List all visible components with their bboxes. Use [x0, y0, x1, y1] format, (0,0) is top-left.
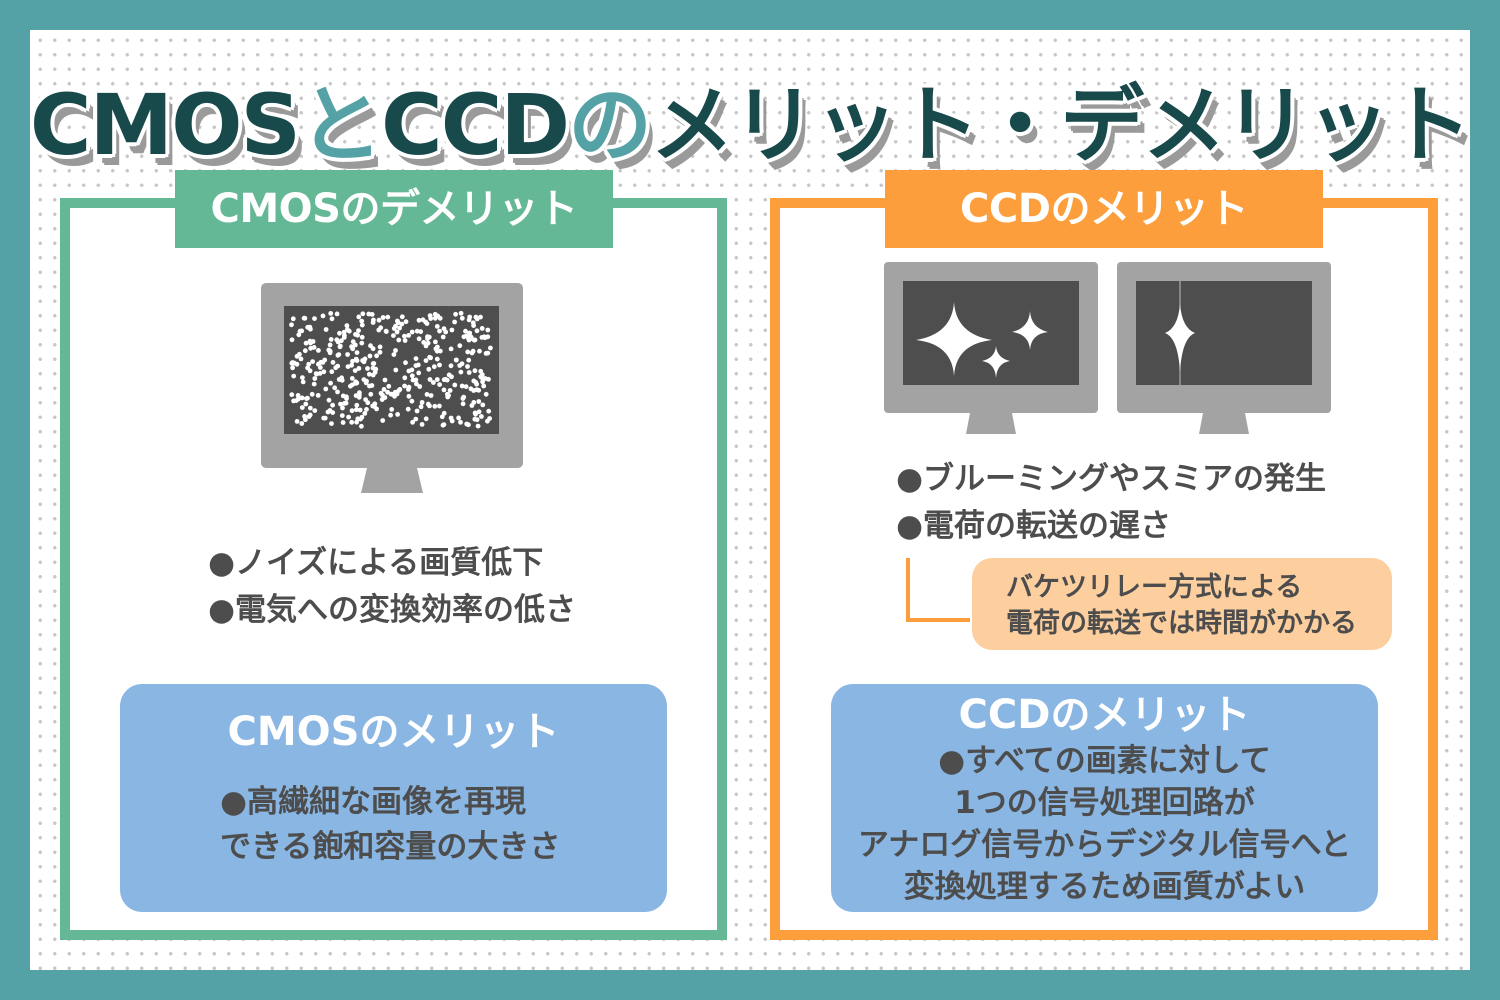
ccd-merit-tab: CCDのメリット	[885, 170, 1323, 248]
ccd-merit-box: CCDのメリット ●すべての画素に対して 1つの信号処理回路が アナログ信号から…	[831, 684, 1378, 912]
cmos-merit-title: CMOSのメリット	[227, 709, 560, 755]
title-ccd: CCD	[381, 76, 570, 174]
ccd-merit-text: ●すべての画素に対して 1つの信号処理回路が アナログ信号からデジタル信号へと …	[857, 743, 1352, 905]
ccd-merit-title: CCDのメリット	[958, 692, 1251, 738]
title-merit-demerit: メリット・デメリット	[650, 76, 1472, 174]
cmos-merit-box: CMOSのメリット ●高繊細な画像を再現 できる飽和容量の大きさ	[120, 684, 667, 912]
ccd-transfer-callout: バケツリレー方式による 電荷の転送では時間がかかる	[972, 558, 1392, 650]
cmos-merit-text: ●高繊細な画像を再現 できる飽和容量の大きさ	[220, 784, 561, 865]
cmos-demerit-list: ●ノイズによる画質低下 ●電気への変換効率の低さ	[208, 540, 576, 634]
cmos-demerit-item: ●ノイズによる画質低下	[208, 545, 544, 581]
title-cmos: CMOS	[29, 76, 301, 174]
monitor-noise-icon	[261, 283, 523, 493]
page-title: CMOSとCCDのメリット・デメリット	[0, 58, 1500, 179]
ccd-demerit-list: ●ブルーミングやスミアの発生 ●電荷の転送の遅さ	[896, 456, 1326, 550]
monitor-blooming-icon	[884, 262, 1098, 434]
monitor-smear-icon	[1117, 262, 1331, 434]
title-no: の	[568, 76, 652, 174]
ccd-demerit-item: ●ブルーミングやスミアの発生	[896, 461, 1327, 497]
callout-connector	[906, 558, 970, 622]
ccd-demerit-item: ●電荷の転送の遅さ	[896, 508, 1172, 544]
cmos-demerit-item: ●電気への変換効率の低さ	[208, 592, 577, 628]
cmos-demerit-tab: CMOSのデメリット	[175, 170, 613, 248]
title-to: と	[299, 76, 383, 174]
